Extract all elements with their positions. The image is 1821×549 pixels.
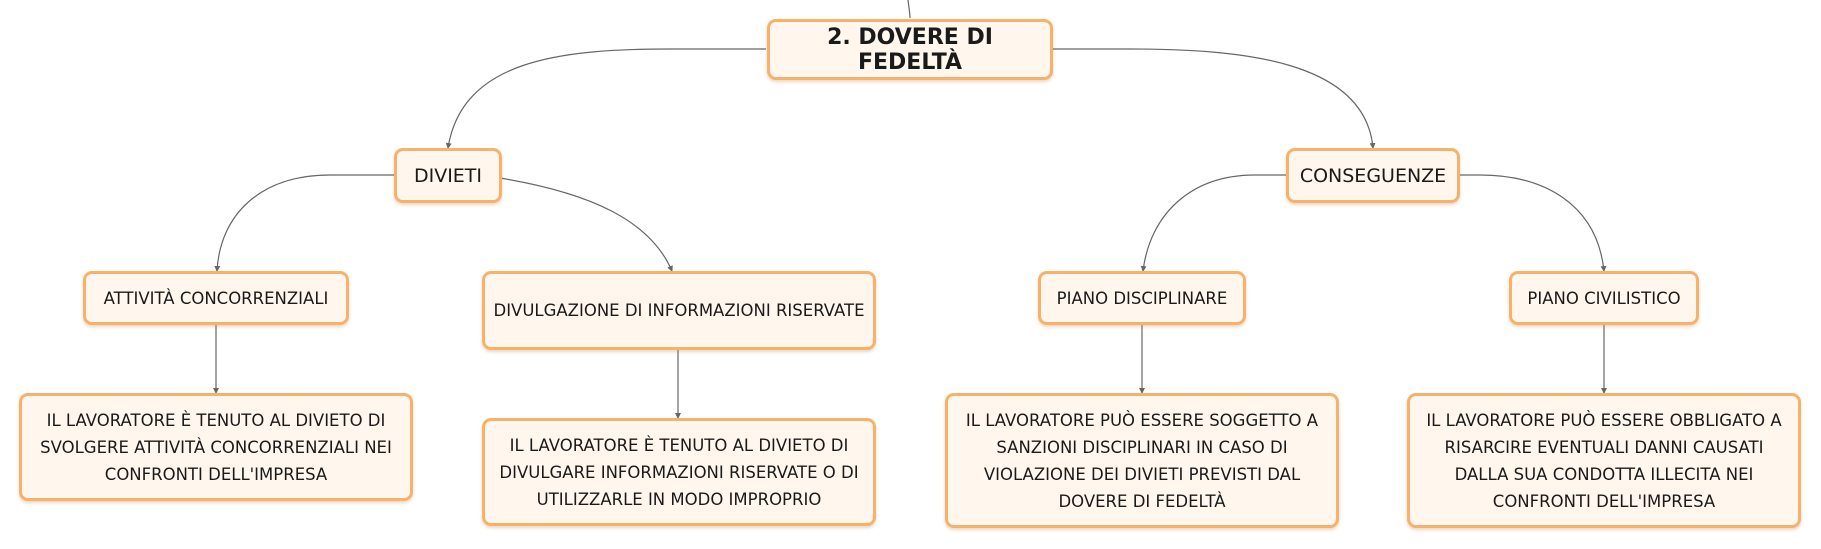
detail-node-text: IL LAVORATORE È TENUTO AL DIVIETO DI DIV… bbox=[499, 435, 859, 509]
detail-node-attivita-concorrenziali[interactable]: IL LAVORATORE È TENUTO AL DIVIETO DI SVO… bbox=[19, 393, 413, 501]
connector-conseguenze-to-civilistico bbox=[1458, 174, 1607, 272]
detail-node-text: IL LAVORATORE PUÒ ESSERE OBBLIGATO A RIS… bbox=[1426, 410, 1782, 511]
topic-node-label: PIANO DISCIPLINARE bbox=[1056, 288, 1228, 308]
detail-node-piano-disciplinare[interactable]: IL LAVORATORE PUÒ ESSERE SOGGETTO A SANZ… bbox=[945, 393, 1339, 528]
detail-node-text: IL LAVORATORE PUÒ ESSERE SOGGETTO A SANZ… bbox=[965, 410, 1319, 511]
root-node[interactable]: 2. DOVERE DI FEDELTÀ bbox=[767, 19, 1053, 80]
topic-node-label: PIANO CIVILISTICO bbox=[1527, 288, 1681, 308]
branch-node-divieti[interactable]: DIVIETI bbox=[394, 148, 502, 203]
branch-node-label: CONSEGUENZE bbox=[1299, 164, 1447, 187]
connector-parent-to-root bbox=[907, 0, 911, 19]
topic-node-attivita-concorrenziali[interactable]: ATTIVITÀ CONCORRENZIALI bbox=[83, 271, 349, 325]
connector-conseguenze-to-disciplinare bbox=[1140, 174, 1287, 272]
connector-root-to-divieti bbox=[445, 48, 766, 149]
detail-node-text: IL LAVORATORE È TENUTO AL DIVIETO DI SVO… bbox=[40, 410, 392, 484]
topic-node-label: DIVULGAZIONE DI INFORMAZIONI RISERVATE bbox=[493, 301, 865, 320]
topic-node-piano-disciplinare[interactable]: PIANO DISCIPLINARE bbox=[1038, 271, 1246, 325]
topic-node-piano-civilistico[interactable]: PIANO CIVILISTICO bbox=[1509, 271, 1699, 325]
detail-node-piano-civilistico[interactable]: IL LAVORATORE PUÒ ESSERE OBBLIGATO A RIS… bbox=[1407, 393, 1801, 528]
branch-node-conseguenze[interactable]: CONSEGUENZE bbox=[1286, 148, 1460, 203]
topic-node-label: ATTIVITÀ CONCORRENZIALI bbox=[103, 288, 329, 308]
connector-root-to-conseguenze bbox=[1052, 48, 1376, 149]
root-node-label: 2. DOVERE DI FEDELTÀ bbox=[827, 24, 993, 75]
connector-divieti-to-divulgazione bbox=[499, 177, 673, 272]
topic-node-divulgazione[interactable]: DIVULGAZIONE DI INFORMAZIONI RISERVATE bbox=[482, 271, 876, 350]
detail-node-divulgazione[interactable]: IL LAVORATORE È TENUTO AL DIVIETO DI DIV… bbox=[482, 418, 876, 526]
connector-divieti-to-attivita bbox=[214, 174, 395, 272]
branch-node-label: DIVIETI bbox=[413, 164, 483, 187]
